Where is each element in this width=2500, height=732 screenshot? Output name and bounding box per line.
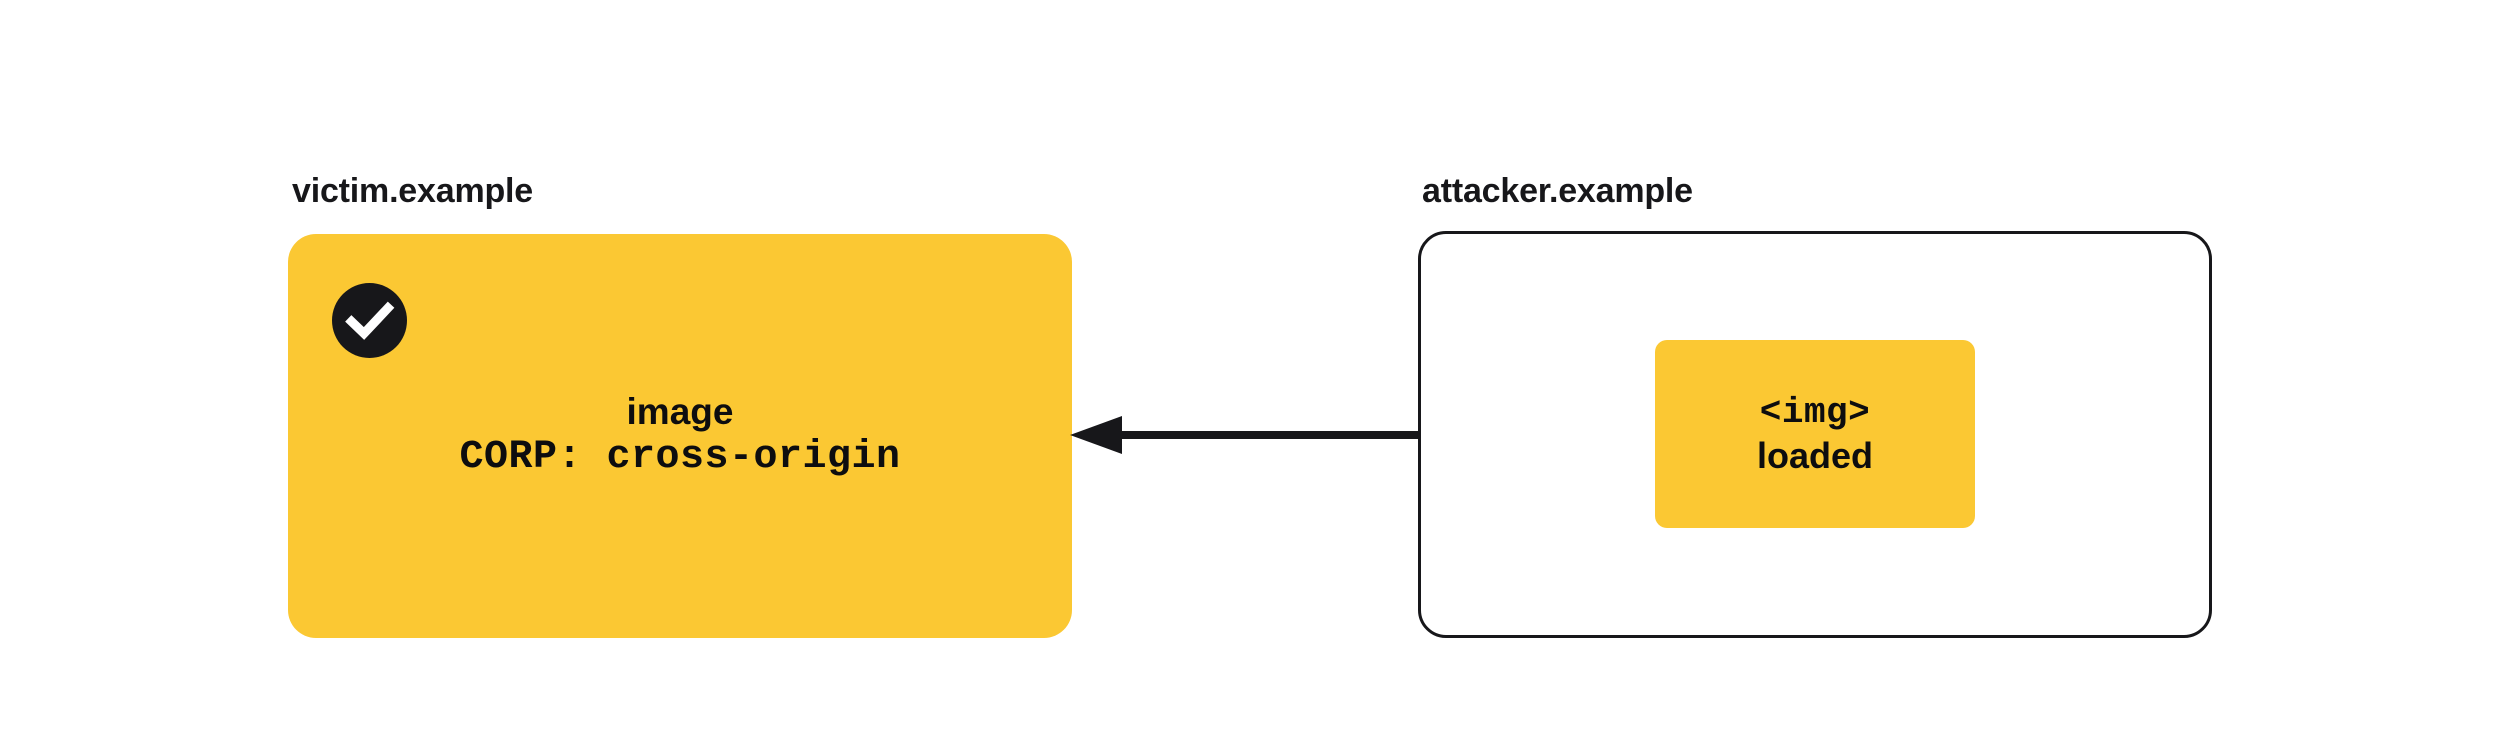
resource-name: image <box>626 390 734 432</box>
img-element-box: <img> loaded <box>1655 340 1975 528</box>
attacker-origin-label: attacker.example <box>1422 172 1693 210</box>
victim-resource: image CORP: cross-origin <box>288 234 1072 638</box>
victim-origin-box: image CORP: cross-origin <box>288 234 1072 638</box>
resource-corp-header: CORP: cross-origin <box>459 435 901 481</box>
img-tag-name: <img> <box>1759 391 1871 433</box>
img-tag-state: loaded <box>1756 435 1873 476</box>
victim-origin-label: victim.example <box>292 172 533 210</box>
check-circle-icon <box>332 283 407 358</box>
